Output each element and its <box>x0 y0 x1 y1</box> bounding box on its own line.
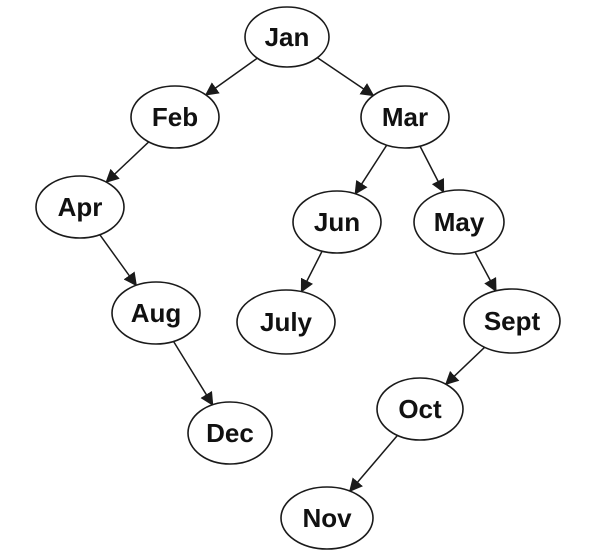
node-jan: Jan <box>244 6 330 68</box>
node-mar-ellipse <box>360 85 450 149</box>
node-oct-ellipse <box>376 377 464 441</box>
edge-may-to-sept <box>474 251 497 293</box>
node-feb-label: Feb <box>152 102 198 132</box>
node-jun-label: Jun <box>314 207 360 237</box>
node-apr-label: Apr <box>58 192 103 222</box>
node-july: July <box>236 289 336 355</box>
node-sept-ellipse <box>463 288 561 354</box>
edges-layer <box>99 57 497 493</box>
node-jan-label: Jan <box>265 22 310 52</box>
edge-feb-to-apr <box>105 141 150 184</box>
node-feb-ellipse <box>130 85 220 149</box>
node-mar: Mar <box>360 85 450 149</box>
edge-mar-to-may <box>419 145 445 194</box>
node-sept-label: Sept <box>484 306 541 336</box>
node-sept: Sept <box>463 288 561 354</box>
node-jun-ellipse <box>292 190 382 254</box>
node-jan-ellipse <box>244 6 330 68</box>
node-oct-label: Oct <box>398 394 442 424</box>
node-nov: Nov <box>280 486 374 550</box>
node-july-ellipse <box>236 289 336 355</box>
node-mar-label: Mar <box>382 102 428 132</box>
edge-mar-to-jun <box>354 144 388 195</box>
node-may: May <box>413 189 505 255</box>
node-apr-ellipse <box>35 175 125 239</box>
edge-jun-to-july <box>300 250 323 293</box>
node-aug-label: Aug <box>131 298 182 328</box>
node-dec-label: Dec <box>206 418 254 448</box>
edge-sept-to-oct <box>444 346 486 386</box>
node-jun: Jun <box>292 190 382 254</box>
node-apr: Apr <box>35 175 125 239</box>
node-aug: Aug <box>111 281 201 345</box>
node-may-label: May <box>434 207 485 237</box>
node-aug-ellipse <box>111 281 201 345</box>
edge-apr-to-aug <box>99 234 137 287</box>
node-dec: Dec <box>187 401 273 465</box>
edge-oct-to-nov <box>349 434 399 493</box>
edge-jan-to-mar <box>317 57 375 97</box>
node-nov-ellipse <box>280 486 374 550</box>
node-dec-ellipse <box>187 401 273 465</box>
node-may-ellipse <box>413 189 505 255</box>
node-nov-label: Nov <box>302 503 352 533</box>
edge-jan-to-feb <box>204 57 258 96</box>
edge-aug-to-dec <box>172 341 214 406</box>
node-feb: Feb <box>130 85 220 149</box>
node-oct: Oct <box>376 377 464 441</box>
node-july-label: July <box>260 307 313 337</box>
